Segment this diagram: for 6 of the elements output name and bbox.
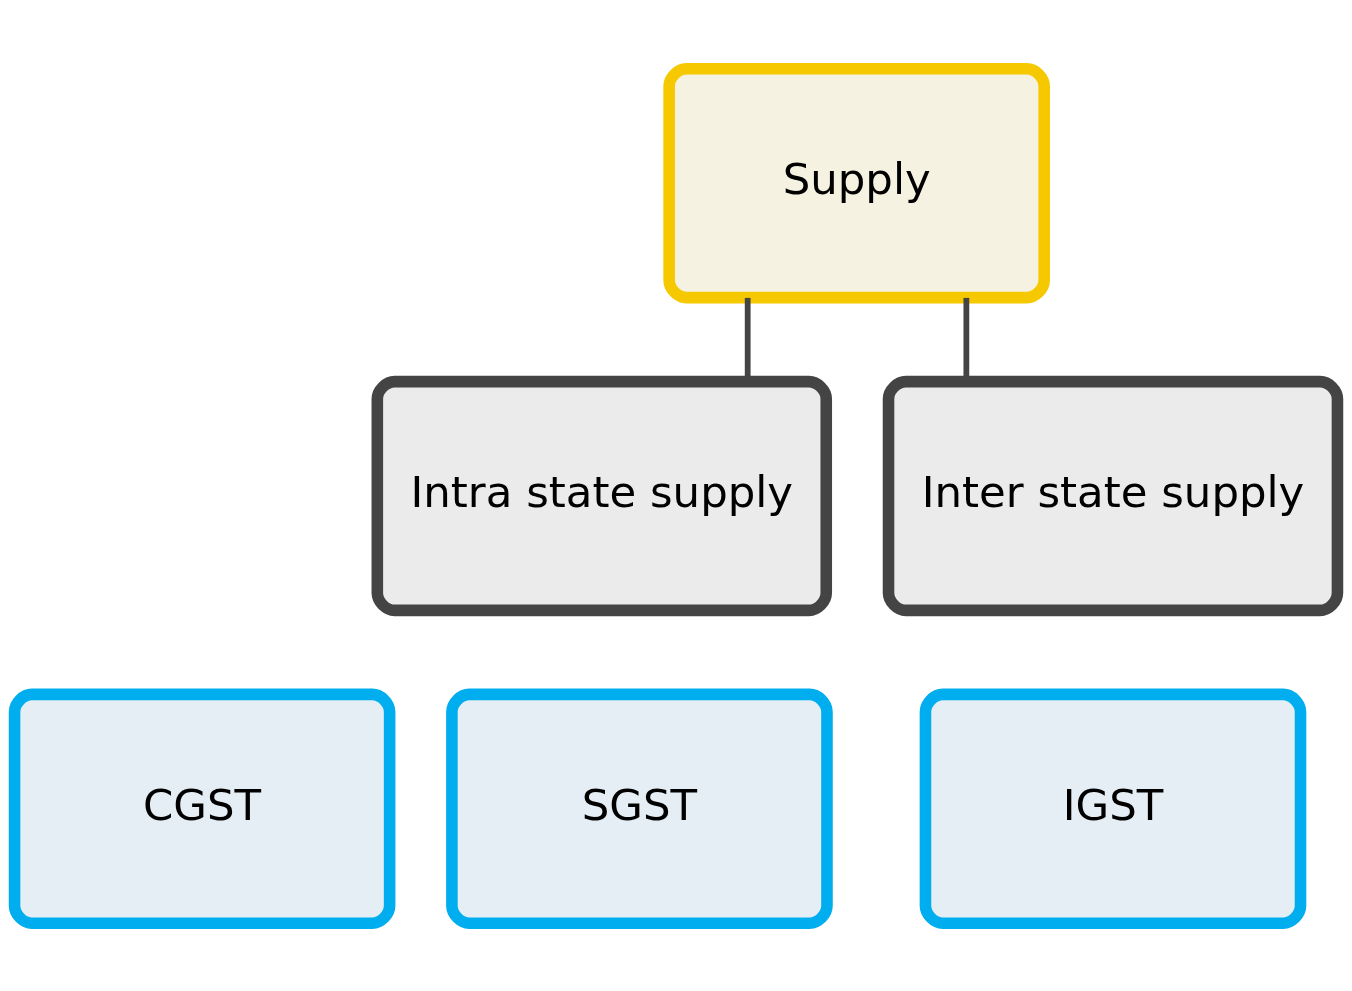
node-box: Intra state supply (371, 375, 833, 616)
node-box: SGST (446, 688, 833, 929)
node-box: Inter state supply (882, 375, 1344, 616)
node-box: Supply (663, 62, 1050, 303)
node-box: CGST (8, 688, 396, 929)
node-box: IGST (919, 688, 1307, 929)
